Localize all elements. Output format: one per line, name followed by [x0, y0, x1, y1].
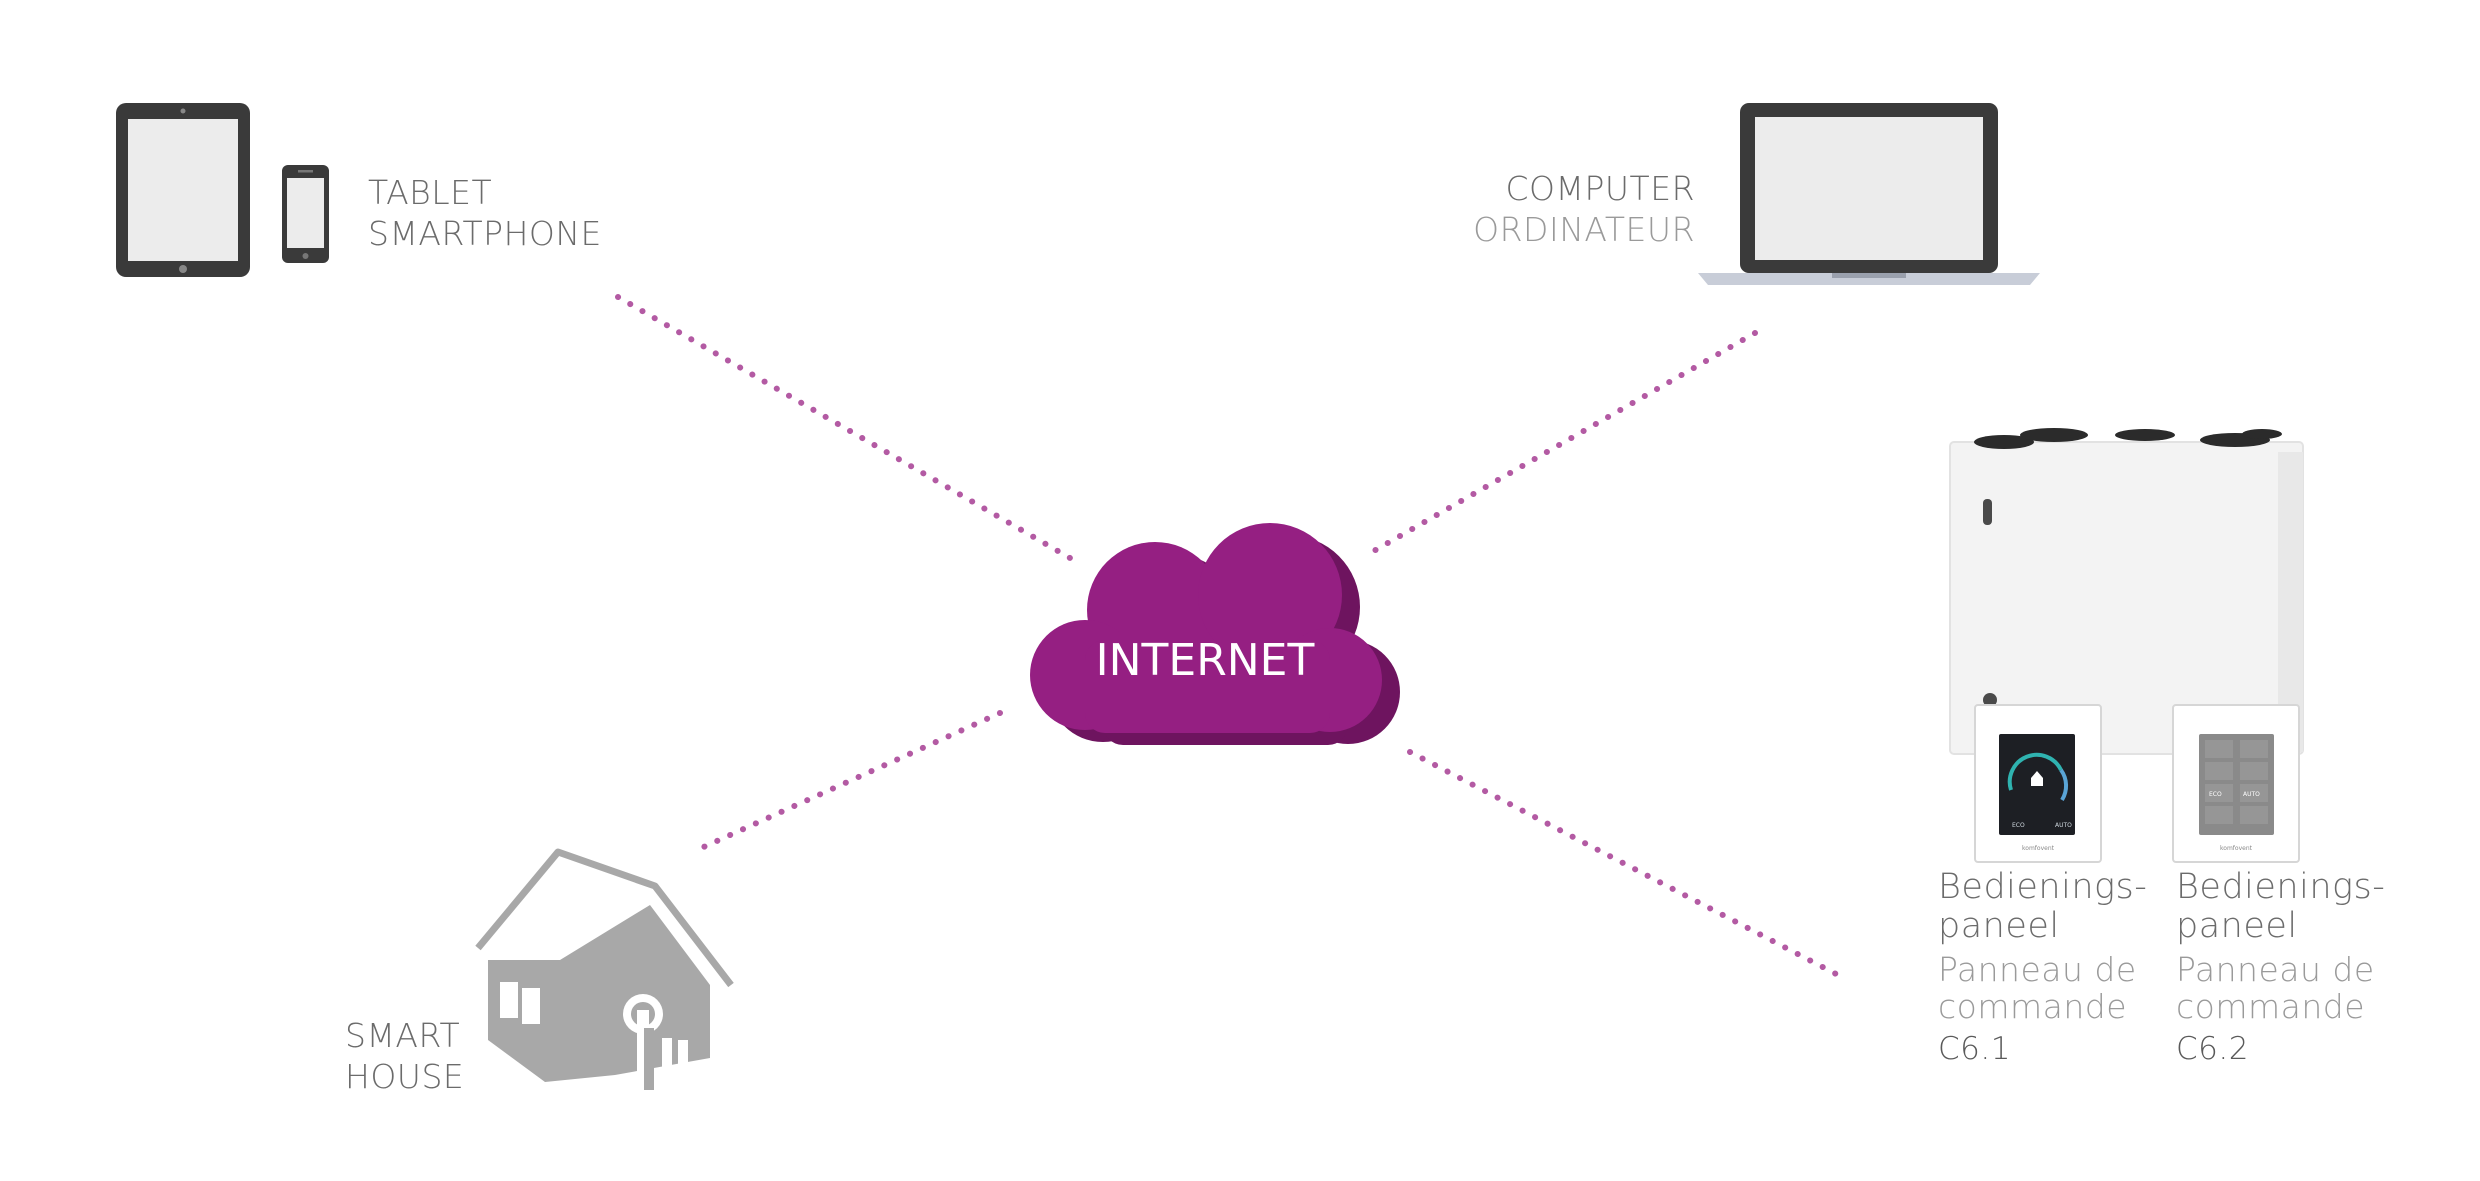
ventilation-unit — [1949, 428, 2304, 755]
c61-brand-label: komfovent — [2022, 845, 2055, 852]
c61-eco-label: ECO — [2012, 822, 2025, 829]
connection-line-computer — [1362, 330, 1758, 559]
tablet-icon — [116, 103, 250, 277]
laptop-icon — [1698, 103, 2040, 285]
connection-line-tablet — [615, 294, 1073, 561]
panel-c62-caption: Bedienings- paneel Panneau de commande C… — [2176, 867, 2386, 1068]
c62-model-label: C6.2 — [2176, 1031, 2249, 1068]
smart-house-label: SMART HOUSE — [345, 1015, 464, 1098]
computer-label-group: COMPUTER ORDINATEUR — [1445, 168, 1695, 251]
c62-auto-label: AUTO — [2243, 791, 2260, 798]
control-panel-c61-image: ECO AUTO komfovent — [1974, 704, 2102, 863]
tablet-smartphone-label: TABLET SMARTPHONE — [368, 172, 602, 255]
connection-lines — [615, 294, 1841, 978]
c62-title-line2: paneel — [2176, 906, 2298, 947]
internet-label: INTERNET — [1096, 635, 1315, 686]
c61-subtitle-line1: Panneau de — [1938, 950, 2137, 990]
c61-auto-label: AUTO — [2055, 822, 2072, 829]
smart-label: SMART — [345, 1016, 461, 1055]
c61-title-line2: paneel — [1938, 906, 2060, 947]
panel-c61-caption: Bedienings- paneel Panneau de commande C… — [1938, 867, 2148, 1068]
smartphone-label: SMARTPHONE — [368, 214, 602, 254]
smart-house-icon — [475, 848, 734, 1090]
connection-line-smart-house — [694, 710, 1003, 853]
c62-subtitle-line1: Panneau de — [2176, 950, 2375, 990]
computer-label: COMPUTER — [1505, 169, 1695, 208]
c61-title-line1: Bedienings- — [1938, 867, 2148, 907]
internet-cloud: INTERNET — [1030, 523, 1400, 745]
house-label: HOUSE — [345, 1057, 465, 1097]
ordinateur-label: ORDINATEUR — [1473, 210, 1695, 250]
smartphone-icon — [282, 165, 329, 263]
c62-subtitle-line2: commande — [2176, 987, 2366, 1027]
c62-eco-label: ECO — [2209, 791, 2222, 798]
c61-subtitle-line2: commande — [1938, 987, 2128, 1027]
tablet-label: TABLET — [368, 173, 493, 212]
c62-brand-label: komfovent — [2220, 845, 2253, 852]
connection-line-ventilation-unit — [1407, 749, 1841, 978]
c62-title-line1: Bedienings- — [2176, 867, 2386, 907]
c61-model-label: C6.1 — [1938, 1031, 2011, 1068]
control-panel-c62-image: ECO AUTO komfovent — [2172, 704, 2300, 863]
